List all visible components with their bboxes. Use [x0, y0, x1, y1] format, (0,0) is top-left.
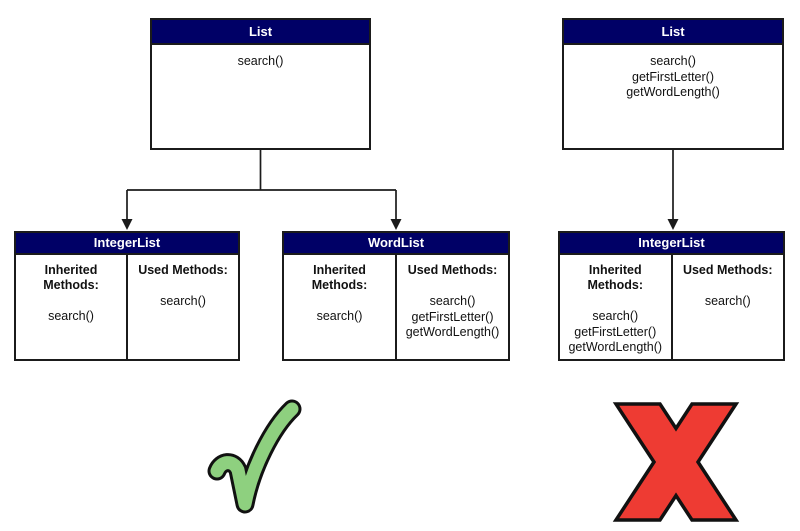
method-item: getWordLength() — [405, 325, 500, 339]
method-item: getFirstLetter() — [574, 324, 657, 339]
class-title: IntegerList — [560, 233, 783, 255]
class-methods: search() — [152, 45, 369, 70]
method-item: search() — [160, 294, 206, 308]
used-methods-column: Used Methods: search() — [128, 255, 238, 359]
method-item: search() — [237, 54, 284, 68]
checkmark-icon — [207, 399, 302, 514]
method-item: getWordLength() — [626, 85, 720, 99]
used-methods-column: Used Methods: search() — [673, 255, 784, 359]
column-label: Used Methods: — [682, 263, 773, 277]
class-title: WordList — [284, 233, 508, 255]
arrowhead-icon — [667, 219, 679, 230]
method-item: getFirstLetter() — [632, 69, 714, 84]
method-item: search() — [429, 294, 476, 308]
inherited-methods-column: Inherited Methods: search() — [16, 255, 128, 359]
method-item: search() — [650, 54, 696, 68]
method-item: search() — [316, 309, 363, 323]
method-item: search() — [592, 309, 639, 323]
class-title: List — [564, 20, 782, 45]
class-box-wordlist: WordList Inherited Methods: search() Use… — [282, 231, 510, 361]
class-methods: search() getFirstLetter() getWordLength(… — [564, 45, 782, 101]
method-item: search() — [48, 309, 94, 323]
class-box-list-right: List search() getFirstLetter() getWordLe… — [562, 18, 784, 150]
left-inheritance-connector — [121, 150, 402, 230]
method-item: getWordLength() — [568, 340, 663, 354]
column-label: Used Methods: — [138, 263, 228, 277]
inherited-methods-column: Inherited Methods: search() getFirstLett… — [560, 255, 673, 359]
column-label: Used Methods: — [407, 263, 498, 277]
x-mark-icon — [612, 402, 740, 522]
class-title: List — [152, 20, 369, 45]
class-title: IntegerList — [16, 233, 238, 255]
column-label: Inherited Methods: — [587, 263, 644, 292]
class-box-integerlist-left: IntegerList Inherited Methods: search() … — [14, 231, 240, 361]
right-inheritance-connector — [667, 150, 679, 230]
arrowhead-icon — [121, 219, 133, 230]
arrowhead-icon — [390, 219, 402, 230]
used-methods-column: Used Methods: search() getFirstLetter() … — [397, 255, 508, 359]
method-item: search() — [704, 294, 751, 308]
inherited-methods-column: Inherited Methods: search() — [284, 255, 397, 359]
column-label: Inherited Methods: — [43, 263, 99, 292]
column-label: Inherited Methods: — [311, 263, 368, 292]
method-item: getFirstLetter() — [411, 309, 494, 324]
class-box-list-left: List search() — [150, 18, 371, 150]
class-box-integerlist-right: IntegerList Inherited Methods: search() … — [558, 231, 785, 361]
